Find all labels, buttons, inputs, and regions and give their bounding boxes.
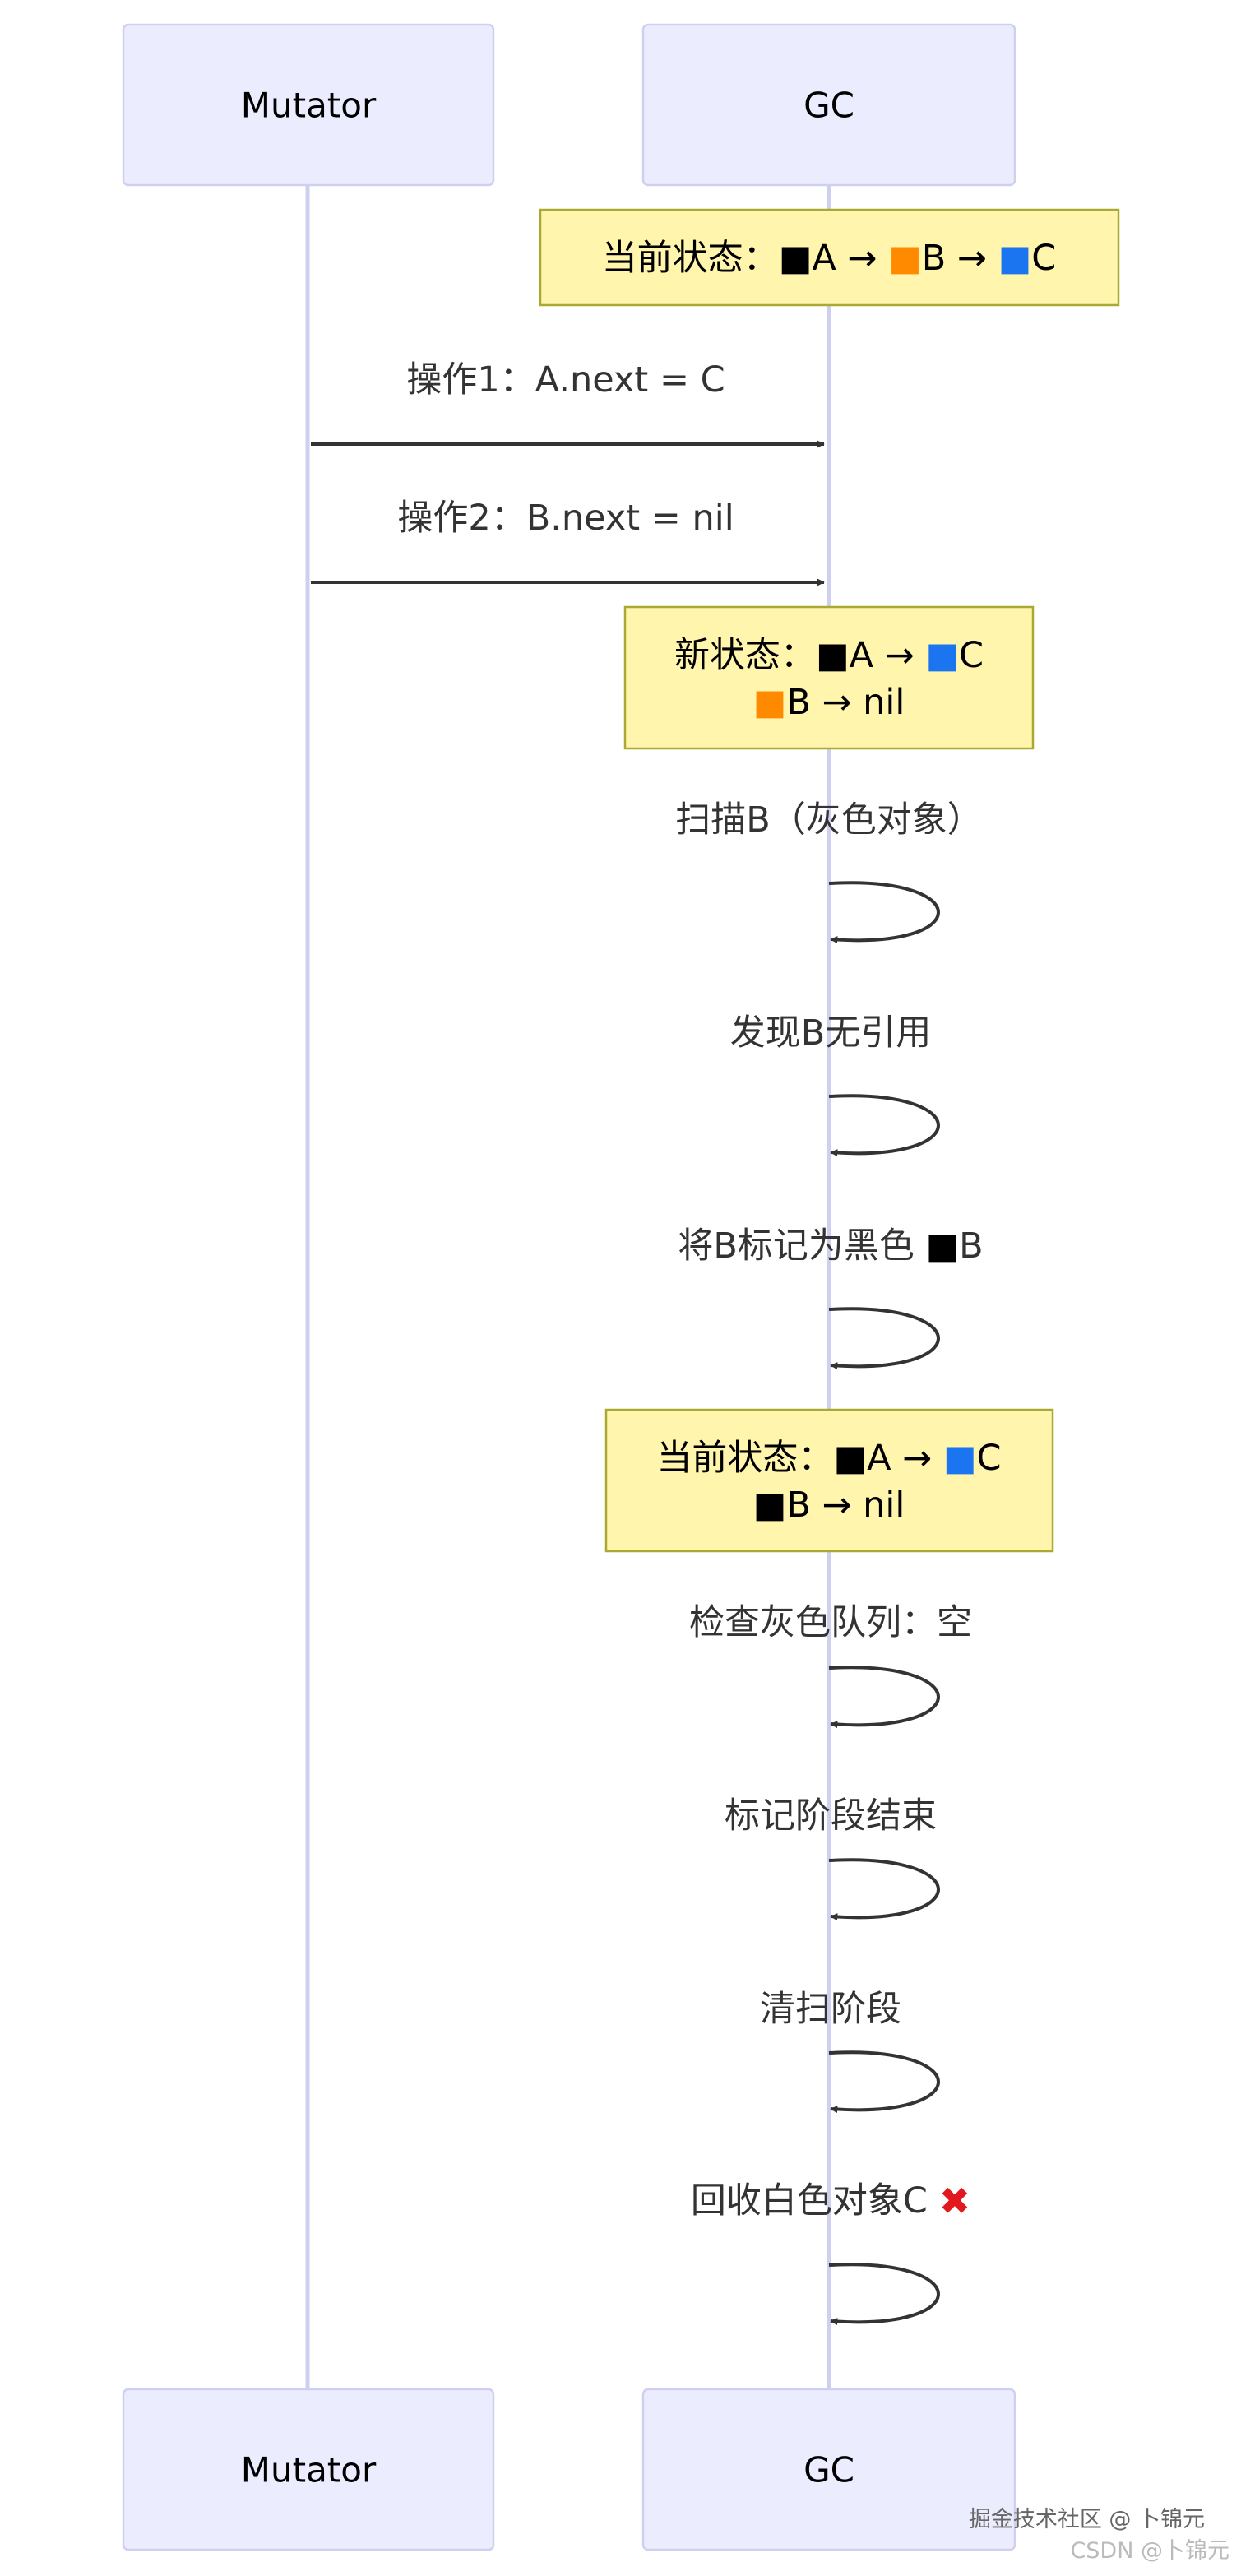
self-message-check-gray-queue: 检查灰色队列：空 xyxy=(689,1602,972,1729)
cross-mark-icon: ✖ xyxy=(939,2179,971,2223)
actor-gc-top: GC xyxy=(641,23,1016,187)
black-square-icon: ■ xyxy=(816,635,850,676)
note-line: 当前状态：■A → ■B → ■C xyxy=(602,238,1057,279)
watermark-csdn: CSDN @卜锦元 xyxy=(1070,2538,1229,2564)
note-text-segment: C xyxy=(977,1438,1002,1479)
note-new-state: 新状态：■A → ■C ■B → nil xyxy=(623,605,1035,750)
black-square-icon: ■ xyxy=(926,1225,960,1267)
watermark-juejin: 掘金技术社区 @ 卜锦元 xyxy=(969,2507,1205,2532)
note-text-segment: B → nil xyxy=(786,1485,905,1526)
self-arrow xyxy=(828,881,940,944)
message-label: 发现B无引用 xyxy=(730,1012,932,1054)
self-arrow xyxy=(828,1307,940,1370)
note-text-segment: A → xyxy=(812,238,888,279)
note-text-segment: B → xyxy=(922,238,998,279)
self-message-sweep: 清扫阶段 xyxy=(760,1989,940,2114)
black-square-icon: ■ xyxy=(753,1485,787,1526)
message-text-segment: 将B标记为黑色 xyxy=(678,1225,925,1267)
self-arrow xyxy=(828,1094,940,1157)
actor-label: GC xyxy=(803,86,854,126)
message-label: 检查灰色队列：空 xyxy=(689,1602,972,1643)
blue-square-icon: ■ xyxy=(925,635,959,676)
watermark: 掘金技术社区 @ 卜锦元 CSDN @卜锦元 xyxy=(969,2507,1229,2564)
message-label: 回收白色对象C ✖ xyxy=(691,2179,970,2223)
black-square-icon: ■ xyxy=(779,238,813,279)
note-text-segment: 当前状态： xyxy=(602,238,779,279)
message-label: 操作2：B.next = nil xyxy=(397,498,734,539)
actor-label: Mutator xyxy=(241,2450,377,2490)
note-text-segment: A → xyxy=(850,635,926,676)
note-line: ■B → nil xyxy=(753,682,905,723)
note-line: ■B → nil xyxy=(753,1485,905,1526)
self-message-scan-b: 扫描B（灰色对象） xyxy=(675,799,983,944)
actor-label: Mutator xyxy=(241,86,377,126)
note-text-segment: C xyxy=(1031,238,1056,279)
actor-mutator-bottom: Mutator xyxy=(122,2388,495,2551)
note-current-state-2: 当前状态：■A → ■C ■B → nil xyxy=(604,1408,1054,1553)
self-message-no-ref: 发现B无引用 xyxy=(730,1012,940,1157)
message-text-segment: B xyxy=(959,1225,984,1267)
note-line: 当前状态：■A → ■C xyxy=(656,1438,1001,1479)
message-op2: 操作2：B.next = nil xyxy=(311,498,825,586)
note-current-state: 当前状态：■A → ■B → ■C xyxy=(539,208,1120,307)
self-arrow xyxy=(828,2263,940,2326)
self-arrow xyxy=(828,1666,940,1729)
message-label: 操作1：A.next = C xyxy=(406,359,725,401)
note-text-segment: 当前状态： xyxy=(656,1438,833,1479)
actor-gc-bottom: GC xyxy=(641,2388,1016,2551)
note-text-segment: B → nil xyxy=(786,682,905,723)
orange-square-icon: ■ xyxy=(753,682,787,723)
self-arrow xyxy=(828,2050,940,2114)
message-label: 清扫阶段 xyxy=(760,1989,901,2030)
orange-square-icon: ■ xyxy=(888,238,922,279)
self-arrow xyxy=(828,1858,940,1921)
note-line: 新状态：■A → ■C xyxy=(674,635,984,676)
actor-label: GC xyxy=(803,2450,854,2490)
blue-square-icon: ■ xyxy=(998,238,1032,279)
self-message-mark-end: 标记阶段结束 xyxy=(725,1795,940,1921)
note-text-segment: A → xyxy=(867,1438,943,1479)
message-op1: 操作1：A.next = C xyxy=(311,359,825,448)
note-text-segment: 新状态： xyxy=(674,635,816,676)
actor-mutator-top: Mutator xyxy=(122,23,495,187)
message-label: 标记阶段结束 xyxy=(725,1795,937,1837)
black-square-icon: ■ xyxy=(833,1438,867,1479)
self-message-reclaim-white: 回收白色对象C ✖ xyxy=(691,2179,970,2326)
message-label: 扫描B（灰色对象） xyxy=(675,799,983,841)
message-label: 将B标记为黑色 ■B xyxy=(678,1225,983,1267)
self-message-mark-black: 将B标记为黑色 ■B xyxy=(678,1225,984,1370)
note-text-segment: C xyxy=(959,635,984,676)
blue-square-icon: ■ xyxy=(943,1438,977,1479)
message-text-segment: 回收白色对象C xyxy=(691,2180,939,2222)
